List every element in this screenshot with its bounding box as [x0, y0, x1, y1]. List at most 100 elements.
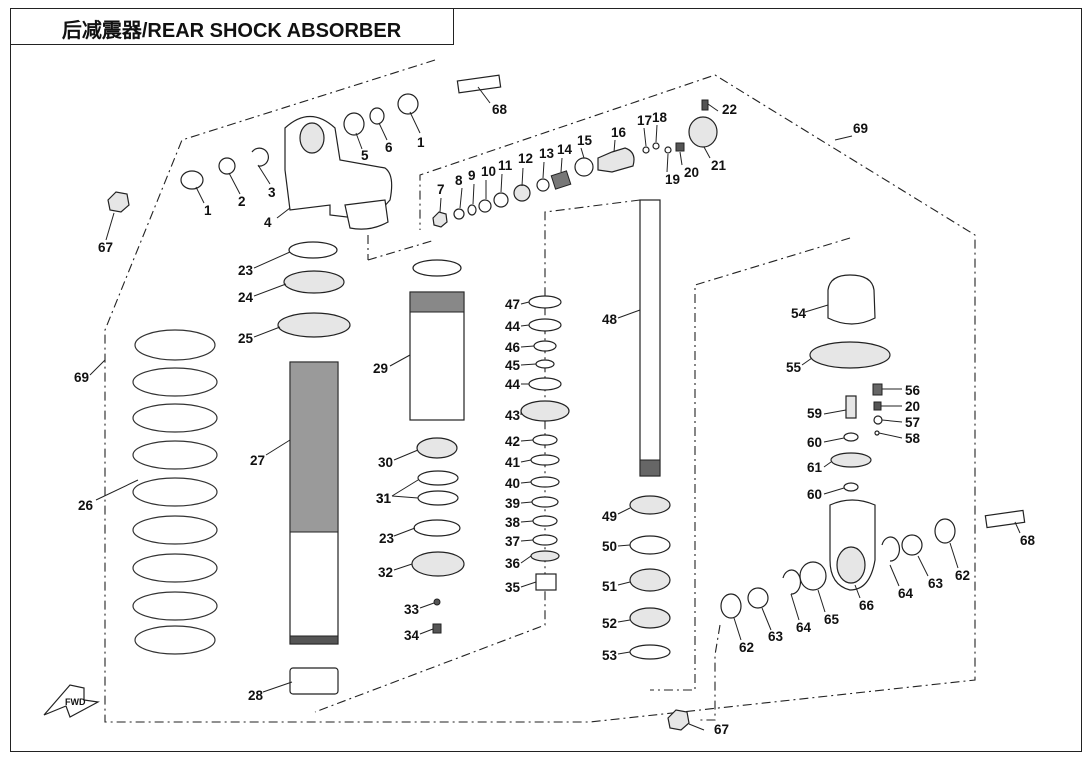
reservoir-thread — [409, 291, 465, 313]
ball-19 — [664, 146, 672, 154]
callout-3: 3 — [268, 185, 276, 200]
part-57 — [873, 415, 883, 425]
lower-group — [667, 274, 1026, 731]
bump-49 — [629, 495, 671, 515]
nut-35 — [535, 573, 557, 591]
leader-line — [520, 501, 533, 504]
callout-55: 55 — [786, 360, 802, 375]
callout-54: 54 — [791, 306, 807, 321]
shim-39 — [531, 496, 559, 508]
o-ring-15 — [574, 157, 594, 177]
washer-10 — [478, 199, 492, 213]
o-ring-23c — [413, 519, 461, 537]
leader-line — [459, 187, 463, 209]
bearing-65 — [799, 561, 827, 591]
callout-28: 28 — [248, 688, 264, 703]
o-ring-60a — [843, 432, 859, 442]
piston-43 — [520, 400, 570, 422]
main-cylinder-group — [277, 241, 351, 695]
coil-7 — [132, 553, 218, 583]
leader-line — [391, 479, 419, 497]
leader-line — [707, 103, 719, 112]
leader-line — [655, 124, 658, 143]
coil-9 — [134, 625, 216, 655]
reservoir-neck — [344, 199, 389, 230]
washer-right — [369, 107, 385, 125]
outline-main-body — [104, 59, 976, 723]
shim-40 — [530, 476, 560, 488]
bolt-68b — [984, 509, 1026, 529]
spring-seat-25 — [277, 312, 351, 338]
pin-59 — [845, 395, 857, 419]
callout-29: 29 — [373, 361, 388, 376]
shim-44b — [528, 377, 562, 391]
leader-line — [617, 619, 631, 623]
callout-41: 41 — [505, 455, 521, 470]
callout-64: 64 — [796, 620, 812, 635]
leader-line — [733, 617, 742, 641]
leader-line — [790, 593, 800, 621]
leader-line — [419, 602, 435, 609]
o-ring-23b — [412, 259, 462, 277]
leader-line — [617, 507, 631, 515]
callout-22: 22 — [722, 102, 737, 117]
fwd-arrow: FWD — [43, 684, 100, 718]
fwd-label: FWD — [65, 697, 86, 707]
leader-line — [542, 161, 545, 179]
leader-line — [521, 167, 524, 187]
spring-seat-55 — [809, 341, 891, 369]
callout-57: 57 — [905, 415, 920, 430]
leader-line — [679, 151, 683, 166]
leader-line — [500, 173, 503, 193]
leader-line — [89, 359, 106, 376]
guide-51 — [629, 568, 671, 592]
shim-46 — [533, 340, 557, 352]
spring-20b — [873, 401, 882, 411]
leader-line — [834, 135, 853, 141]
callout-48: 48 — [602, 312, 618, 327]
adjuster-nut-24 — [283, 270, 345, 294]
leader-line — [520, 345, 535, 348]
callout-43: 43 — [505, 408, 521, 423]
coil-5 — [132, 477, 218, 507]
callout-50: 50 — [602, 539, 617, 554]
callout-63: 63 — [768, 629, 784, 644]
adjuster-group — [432, 99, 718, 228]
callout-21: 21 — [711, 158, 727, 173]
page-title: 后减震器/REAR SHOCK ABSORBER — [61, 20, 402, 42]
leader-line — [688, 723, 705, 731]
leader-line — [520, 301, 530, 305]
callout-33: 33 — [404, 602, 420, 617]
leader-line — [854, 584, 861, 599]
washer-13 — [536, 178, 550, 192]
washer-11 — [493, 192, 509, 208]
callout-45: 45 — [505, 358, 521, 373]
callout-18: 18 — [652, 110, 668, 125]
spring-14 — [550, 170, 572, 190]
nut-7 — [432, 211, 448, 228]
leader-line — [617, 309, 641, 319]
coil-spring — [132, 329, 218, 655]
callout-67: 67 — [98, 240, 113, 255]
callout-7: 7 — [437, 182, 445, 197]
callout-31: 31 — [376, 491, 392, 506]
leader-line — [617, 651, 631, 655]
seal-62b — [934, 518, 956, 544]
leader-line — [1014, 521, 1021, 534]
callout-26: 26 — [78, 498, 94, 513]
leader-line — [823, 409, 847, 415]
spring-56 — [872, 383, 883, 396]
leader-line — [393, 449, 419, 461]
shim-41 — [530, 454, 560, 466]
leader-line — [253, 283, 287, 297]
diagram-frame — [10, 8, 1082, 752]
group-outlines — [104, 59, 976, 723]
washer-53 — [629, 644, 671, 660]
upper-mount-group — [107, 74, 502, 230]
leader-line — [580, 147, 585, 159]
leader-line — [823, 487, 845, 495]
leader-line — [560, 157, 563, 173]
callout-46: 46 — [505, 340, 521, 355]
callout-16: 16 — [611, 125, 627, 140]
